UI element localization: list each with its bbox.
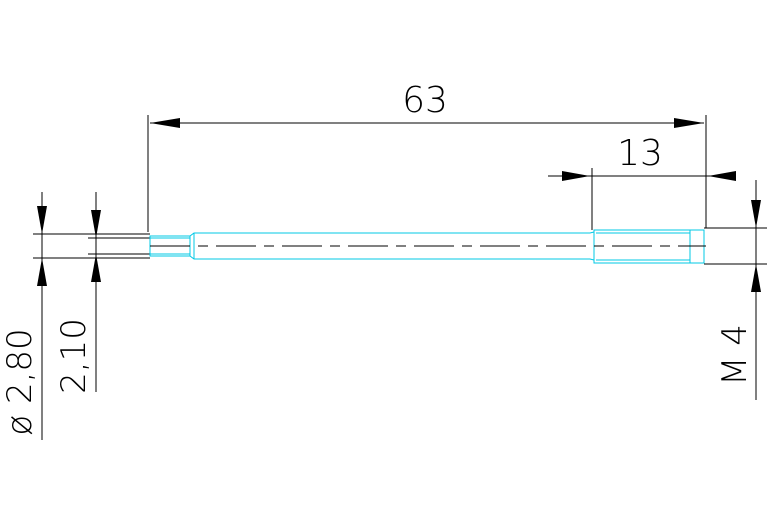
dimension-label-m4: M 4 xyxy=(715,324,755,386)
dimension-thread-size: M 4 xyxy=(704,180,767,400)
dimension-overall-length: 63 xyxy=(147,80,707,232)
dimension-diameters-left: ø 2,80 2,10 xyxy=(0,192,150,440)
arrowhead-280-top xyxy=(37,206,47,234)
arrowhead-13-left xyxy=(562,171,590,181)
arrowhead-m4-top xyxy=(751,200,761,228)
arrowhead-210-bottom xyxy=(91,254,101,282)
arrowhead-right xyxy=(674,118,704,128)
dimension-label-63: 63 xyxy=(402,80,448,121)
arrowhead-13-right xyxy=(708,171,736,181)
pin-part xyxy=(149,229,705,264)
arrowhead-left xyxy=(150,118,180,128)
dimension-thread-length: 13 xyxy=(548,133,736,230)
pin-shaft xyxy=(189,231,595,261)
dimension-label-diameter-280: ø 2,80 xyxy=(0,328,40,435)
arrowhead-280-bottom xyxy=(37,258,47,286)
arrowhead-210-top xyxy=(91,210,101,238)
dimension-label-210: 2,10 xyxy=(54,318,94,394)
dimension-label-13: 13 xyxy=(617,133,663,174)
arrowhead-m4-bottom xyxy=(751,264,761,292)
